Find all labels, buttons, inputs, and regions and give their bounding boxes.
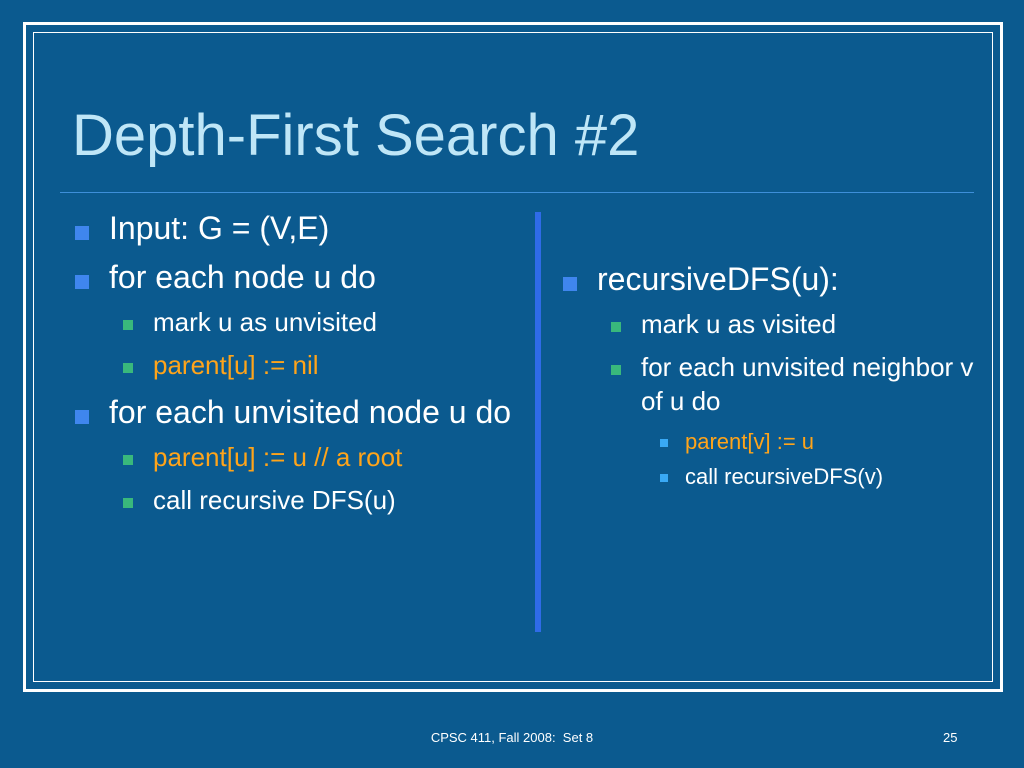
bullet-input: Input: G = (V,E) (72, 207, 534, 249)
sub-bullet-mark-visited: mark u as visited (560, 307, 980, 341)
title-underline (60, 192, 974, 193)
square-bullet-icon (123, 320, 133, 330)
sub-sub-bullet-call-recursive: call recursiveDFS(v) (560, 462, 980, 491)
square-bullet-icon (660, 474, 668, 482)
bullet-text: mark u as visited (641, 309, 837, 339)
square-bullet-icon (123, 455, 133, 465)
bullet-text: parent[u] := nil (153, 350, 319, 380)
slide-page-number: 25 (943, 730, 958, 745)
slide-frame-inner (33, 32, 993, 682)
square-bullet-icon (123, 363, 133, 373)
bullet-loop-unvisited-nodes: for each unvisited node u do (72, 391, 534, 433)
sub-bullet-neighbor-loop: for each unvisited neighbor v of u do (560, 350, 980, 418)
left-column: Input: G = (V,E) for each node u do mark… (72, 207, 534, 526)
slide-title: Depth-First Search #2 (72, 103, 640, 168)
column-divider (535, 212, 541, 632)
square-bullet-icon (123, 498, 133, 508)
bullet-text: call recursiveDFS(v) (685, 464, 884, 489)
bullet-text: Input: G = (V,E) (109, 210, 330, 246)
sub-bullet-parent-root: parent[u] := u // a root (72, 440, 534, 474)
sub-bullet-mark-unvisited: mark u as unvisited (72, 305, 534, 339)
square-bullet-icon (75, 410, 89, 424)
slide-footer: CPSC 411, Fall 2008: Set 8 (430, 730, 594, 745)
square-bullet-icon (75, 226, 89, 240)
bullet-text: call recursive DFS(u) (153, 485, 396, 515)
sub-bullet-parent-nil: parent[u] := nil (72, 348, 534, 382)
bullet-text: parent[u] := u // a root (153, 442, 403, 472)
square-bullet-icon (75, 275, 89, 289)
bullet-text: mark u as unvisited (153, 307, 377, 337)
square-bullet-icon (611, 322, 621, 332)
bullet-text: parent[v] := u (685, 429, 815, 454)
bullet-recursive-dfs: recursiveDFS(u): (560, 258, 980, 300)
slide-frame-outer (23, 22, 1003, 692)
sub-sub-bullet-parent-v: parent[v] := u (560, 427, 980, 456)
right-column: recursiveDFS(u): mark u as visited for e… (560, 258, 980, 497)
bullet-text: recursiveDFS(u): (597, 261, 839, 297)
sub-bullet-call-dfs: call recursive DFS(u) (72, 483, 534, 517)
bullet-text: for each node u do (109, 259, 376, 295)
bullet-text: for each unvisited node u do (109, 394, 512, 430)
square-bullet-icon (611, 365, 621, 375)
bullet-text: for each unvisited neighbor v of u do (641, 352, 974, 416)
square-bullet-icon (660, 439, 668, 447)
bullet-loop-all-nodes: for each node u do (72, 256, 534, 298)
square-bullet-icon (563, 277, 577, 291)
